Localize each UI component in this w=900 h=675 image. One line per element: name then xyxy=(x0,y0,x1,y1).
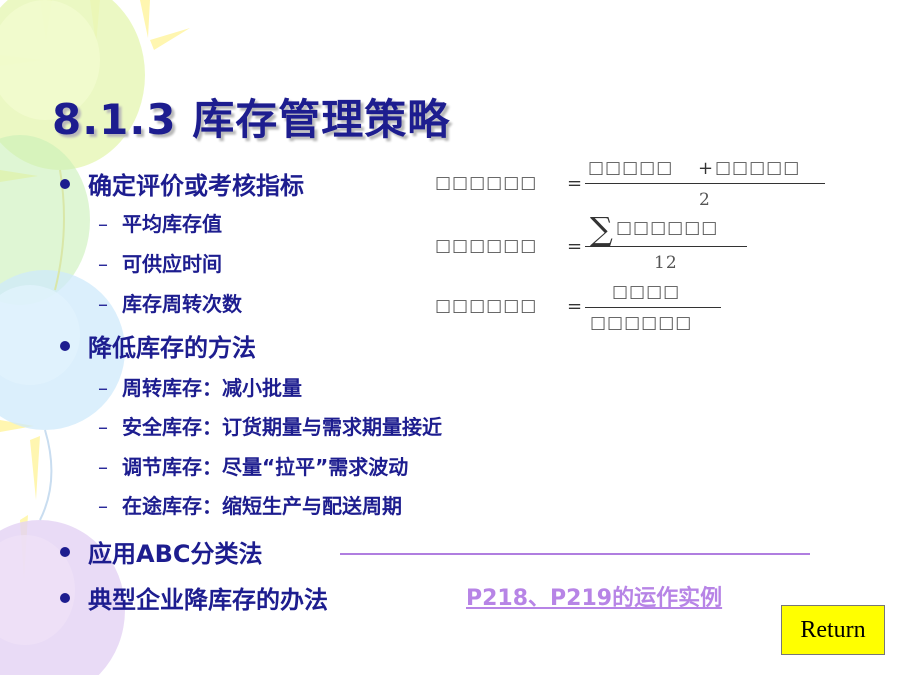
bullet-text: 应用ABC分类法 xyxy=(88,540,263,568)
formula-2-equals: = xyxy=(567,236,583,257)
sub-item-text: 安全库存：订货期量与需求期量接近 xyxy=(122,415,442,439)
sub-item-text: 在途库存：缩短生产与配送周期 xyxy=(122,494,402,518)
sub-item-text: 平均库存值 xyxy=(122,212,222,236)
bullet-icon xyxy=(60,341,70,351)
formula-1-fraction-line xyxy=(585,183,825,184)
bullet-evaluation-indicators: 确定评价或考核指标 xyxy=(60,166,304,201)
sigma-icon: ∑ xyxy=(590,210,613,248)
sub-item-average-inventory: –平均库存值 xyxy=(98,208,222,237)
bullet-abc-classification: 应用ABC分类法 xyxy=(60,534,262,569)
bullet-text: 典型企业降库存的办法 xyxy=(88,586,328,614)
dash-icon: – xyxy=(98,292,108,316)
formula-1-label: □□□□□□ xyxy=(435,173,538,193)
sub-item-cycle-stock: –周转库存：减小批量 xyxy=(98,372,302,401)
formula-1-numerator-b: □□□□□ xyxy=(715,158,801,178)
bullet-icon xyxy=(60,547,70,557)
bullet-icon xyxy=(60,179,70,189)
sub-item-text: 库存周转次数 xyxy=(122,292,242,316)
dash-icon: – xyxy=(98,415,108,439)
formula-3-numerator: □□□□ xyxy=(612,282,681,302)
formula-1-numerator-a: □□□□□ xyxy=(588,158,674,178)
dash-icon: – xyxy=(98,252,108,276)
bullet-text: 降低库存的方法 xyxy=(88,334,256,362)
formula-1-plus: + xyxy=(698,158,714,179)
sub-item-text: 调节库存：尽量“拉平”需求波动 xyxy=(122,455,409,479)
bullet-icon xyxy=(60,593,70,603)
formula-3-denominator: □□□□□□ xyxy=(590,313,693,333)
blank-underline xyxy=(340,553,810,555)
formula-2-denominator: 12 xyxy=(654,253,678,273)
dash-icon: – xyxy=(98,212,108,236)
dash-icon: – xyxy=(98,376,108,400)
return-button[interactable]: Return xyxy=(781,605,885,655)
bullet-enterprise-methods: 典型企业降库存的办法 xyxy=(60,580,328,615)
formula-3-fraction-line xyxy=(585,307,721,308)
bullet-reduce-inventory: 降低库存的方法 xyxy=(60,328,256,363)
dash-icon: – xyxy=(98,455,108,479)
formula-3-label: □□□□□□ xyxy=(435,296,538,316)
formula-1-denominator: 2 xyxy=(699,190,711,210)
sub-item-turnover-count: –库存周转次数 xyxy=(98,288,242,317)
formula-2-numerator: □□□□□□ xyxy=(616,218,719,238)
sub-item-buffer-stock: –调节库存：尽量“拉平”需求波动 xyxy=(98,451,408,480)
sub-item-transit-stock: –在途库存：缩短生产与配送周期 xyxy=(98,490,402,519)
formula-2-label: □□□□□□ xyxy=(435,236,538,256)
example-link[interactable]: P218、P219的运作实例 xyxy=(466,586,723,611)
bullet-text: 确定评价或考核指标 xyxy=(88,172,304,200)
formula-2-fraction-line xyxy=(585,246,747,247)
sub-item-safety-stock: –安全库存：订货期量与需求期量接近 xyxy=(98,411,442,440)
page-title: 8.1.3 库存管理策略 xyxy=(52,95,451,144)
dash-icon: – xyxy=(98,494,108,518)
sub-item-supply-time: –可供应时间 xyxy=(98,248,222,277)
sub-item-text: 周转库存：减小批量 xyxy=(122,376,302,400)
formula-3-equals: = xyxy=(567,296,583,317)
sub-item-text: 可供应时间 xyxy=(122,252,222,276)
formula-1-equals: = xyxy=(567,173,583,194)
